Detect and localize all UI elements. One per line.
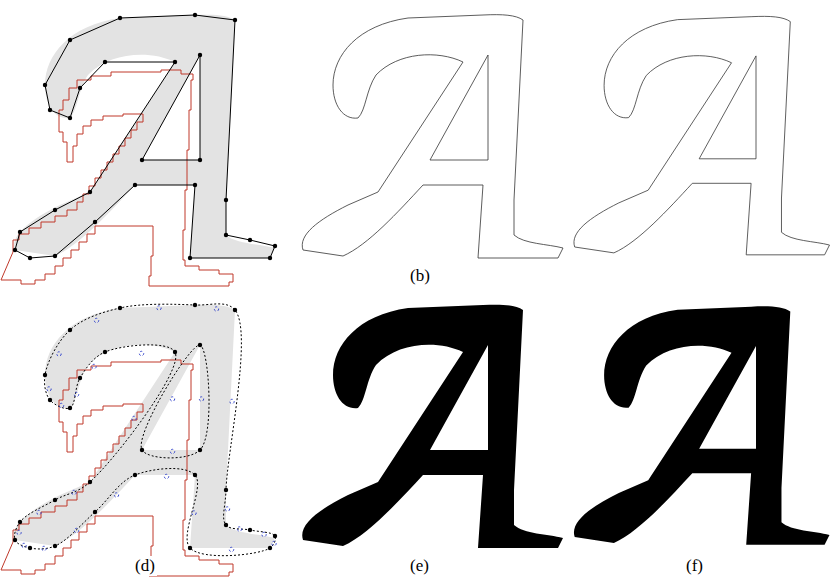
control-point [199,397,203,401]
vertex-dot [198,343,202,347]
vertex-dot [53,208,57,212]
control-point [22,543,26,547]
vertex-dot [224,488,228,492]
vertex-dot [103,60,107,64]
control-point [229,547,233,551]
vertex-dot [188,256,192,260]
control-point [214,307,218,311]
vertex-dot [193,183,197,187]
control-point [37,510,41,514]
vertex-dot [48,398,52,402]
vertex-dot [118,16,122,20]
vertex-dot [248,238,252,242]
contour-path [142,55,200,160]
contour-path [141,345,209,458]
vertex-dot [268,546,272,550]
control-point [230,399,234,403]
vertex-dot [13,248,17,252]
polygon-fit [13,13,277,260]
control-point [47,387,51,391]
contour-path [14,304,275,556]
control-point [92,364,96,368]
control-point [59,403,63,407]
vertex-dot [118,306,122,310]
vertex-dot [133,183,137,187]
vertex-dot [173,350,177,354]
vertex-dot [28,256,32,260]
control-point [132,416,136,420]
control-point [74,528,78,532]
vertex-dot [268,256,272,260]
vertex-dot [53,254,57,258]
vertex-dot [193,303,197,307]
vertex-dot [133,473,137,477]
control-point [42,546,46,550]
vertex-dot [88,480,92,484]
vertex-dot [53,544,57,548]
vertex-dot [18,520,22,524]
vertex-dot [78,86,82,90]
vertex-dot [13,538,17,542]
vertex-dot [273,534,277,538]
control-point [272,541,276,545]
contour-path [15,15,275,258]
vertex-dot [28,546,32,550]
vertex-dot [224,523,228,527]
vertex-dot [140,448,144,452]
vertex-dot [233,18,237,22]
panel-label: (d) [133,556,157,576]
vertex-dot [188,546,192,550]
control-point [72,490,76,494]
vertex-dot [18,230,22,234]
vertex-dot [198,448,202,452]
vertex-dot [233,308,237,312]
vertex-dot [198,158,202,162]
control-point [74,392,78,396]
control-point [225,507,229,511]
vertex-dot [48,108,52,112]
control-point [139,351,143,355]
control-point [262,532,266,536]
vertex-dot [193,13,197,17]
control-point [17,530,21,534]
vertex-dot [193,473,197,477]
curve-fit [13,303,277,556]
control-point [164,474,168,478]
vertex-dot [93,510,97,514]
control-point [157,306,161,310]
vertex-dot [68,38,72,42]
vertex-dot [68,328,72,332]
vertex-dot [78,376,82,380]
control-point [170,397,174,401]
control-point [114,493,118,497]
vertex-dot [248,528,252,532]
vertex-dot [43,373,47,377]
vertex-dot [93,220,97,224]
control-point [192,511,196,515]
vertex-dot [68,406,72,410]
vertex-dot [273,244,277,248]
control-point [170,449,174,453]
vertex-dot [140,158,144,162]
vertex-dot [53,498,57,502]
vertex-dot [68,116,72,120]
vertex-dot [88,190,92,194]
control-point [94,318,98,322]
vertex-dot [173,60,177,64]
control-point [237,527,241,531]
panel-label: (e) [408,556,431,576]
control-point [57,352,61,356]
vertex-dot [43,83,47,87]
vertex-dot [103,350,107,354]
panel-label: (b) [408,266,432,286]
vertex-dot [198,53,202,57]
vertex-dot [224,233,228,237]
panel-label: (f) [684,556,705,576]
vertex-dot [224,198,228,202]
